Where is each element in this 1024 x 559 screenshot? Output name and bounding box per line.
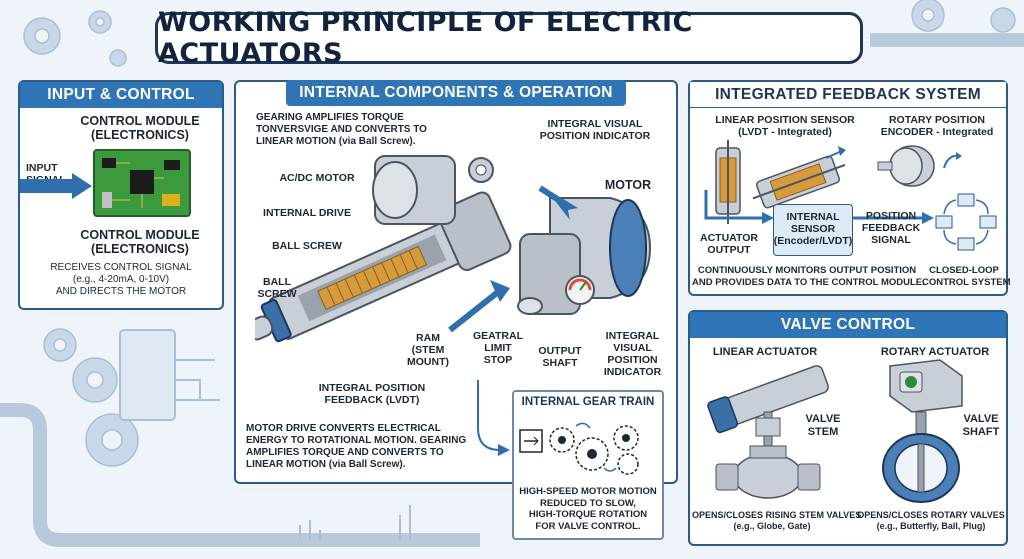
gear-train-note: HIGH-SPEED MOTOR MOTION REDUCED TO SLOW,… xyxy=(519,486,657,532)
output-shaft-label: OUTPUT SHAFT xyxy=(538,345,582,369)
lvdt-sensor-icon xyxy=(715,140,846,224)
integral-position-feedback-label: INTEGRAL POSITION FEEDBACK (LVDT) xyxy=(318,382,426,406)
rotary-encoder-arrow-icon xyxy=(943,152,962,169)
internal-gear-train-heading: INTERNAL GEAR TRAIN xyxy=(521,396,655,408)
ball-screw-left-label: BALL SCREW xyxy=(257,276,297,300)
feedback-flow-arrows-icon xyxy=(704,190,934,224)
background-circuit-icon xyxy=(119,329,411,540)
integral-visual-indicator-bottom-label: INTEGRAL VISUAL POSITION INDICATOR xyxy=(603,330,662,378)
control-module-label-bottom: CONTROL MODULE (ELECTRONICS) xyxy=(80,228,200,256)
valve-control-panel: VALVE CONTROL xyxy=(688,310,1008,546)
control-module-label-top: CONTROL MODULE (ELECTRONICS) xyxy=(80,114,200,142)
internal-sensor-label: INTERNAL SENSOR (Encoder/LVDT) xyxy=(773,211,853,247)
gearing-note-top: GEARING AMPLIFIES TORQUE TONVERSVIGE AND… xyxy=(256,112,427,147)
integral-visual-indicator-top-label: INTEGRAL VISUAL POSITION INDICATOR xyxy=(539,118,651,142)
continuous-monitor-note: CONTINUOUSLY MONITORS OUTPUT POSITION AN… xyxy=(692,265,925,288)
background-gears-icon xyxy=(23,0,1016,467)
linear-actuator-label: LINEAR ACTUATOR xyxy=(712,346,818,358)
page-title: WORKING PRINCIPLE OF ELECTRIC ACTUATORS xyxy=(158,7,693,69)
geatral-limit-stop-label: GEATRAL LIMIT STOP xyxy=(473,330,523,366)
linear-actuator-illustration xyxy=(255,155,512,343)
input-control-heading: INPUT & CONTROL xyxy=(20,82,222,108)
linear-valve-note: OPENS/CLOSES RISING STEM VALVES (e.g., G… xyxy=(692,510,862,531)
internal-drive-label: INTERNAL DRIVE xyxy=(263,207,351,219)
actuator-output-label: ACTUATOR OUTPUT xyxy=(700,232,758,256)
ram-stem-mount-label: RAM (STEM MOUNT) xyxy=(407,332,449,368)
ball-screw-label: BALL SCREW xyxy=(272,240,342,252)
rotary-encoder-icon xyxy=(877,145,935,187)
integrated-feedback-panel: INTEGRATED FEEDBACK SYSTEM xyxy=(688,80,1008,296)
closed-loop-icon xyxy=(935,193,997,251)
acdc-motor-label: AC/DC MOTOR xyxy=(279,172,355,184)
input-signal-arrow-icon xyxy=(20,173,92,199)
control-module-description: RECEIVES CONTROL SIGNAL (e.g., 4-20mA, 0… xyxy=(50,262,192,297)
integrated-feedback-heading: INTEGRATED FEEDBACK SYSTEM xyxy=(690,82,1006,108)
motor-label: MOTOR xyxy=(604,178,652,192)
globe-valve-actuator-icon xyxy=(707,365,829,499)
rotary-position-encoder-label: ROTARY POSITION ENCODER - Integrated xyxy=(880,114,994,138)
motor-drive-note: MOTOR DRIVE CONVERTS ELECTRICAL ENERGY T… xyxy=(246,423,467,470)
control-module-pcb-icon xyxy=(93,149,191,217)
gear-train-icon xyxy=(519,422,639,475)
valve-control-heading: VALVE CONTROL xyxy=(690,312,1006,338)
valve-shaft-label: VALVE SHAFT xyxy=(962,413,1000,438)
background-pipes-icon xyxy=(0,33,1024,547)
title-banner: WORKING PRINCIPLE OF ELECTRIC ACTUATORS xyxy=(155,7,863,69)
internal-sensor-box xyxy=(773,204,853,256)
rotary-actuator-label: ROTARY ACTUATOR xyxy=(880,346,990,358)
closed-loop-label: CLOSED-LOOP CONTROL SYSTEM xyxy=(922,265,1011,288)
gear-train-pointer-arrow-icon xyxy=(477,380,510,456)
rotary-valve-note: OPENS/CLOSES ROTARY VALVES (e.g., Butter… xyxy=(857,510,1005,531)
internal-components-heading: INTERNAL COMPONENTS & OPERATION xyxy=(286,80,626,106)
linear-position-sensor-label: LINEAR POSITION SENSOR (LVDT - Integrate… xyxy=(715,114,855,138)
butterfly-valve-actuator-icon xyxy=(882,359,963,503)
rotary-actuator-illustration xyxy=(517,197,652,315)
flow-arrows-icon xyxy=(448,185,578,333)
position-feedback-signal-label: POSITION FEEDBACK SIGNAL xyxy=(861,210,921,246)
valve-stem-label: VALVE STEM xyxy=(805,413,841,438)
